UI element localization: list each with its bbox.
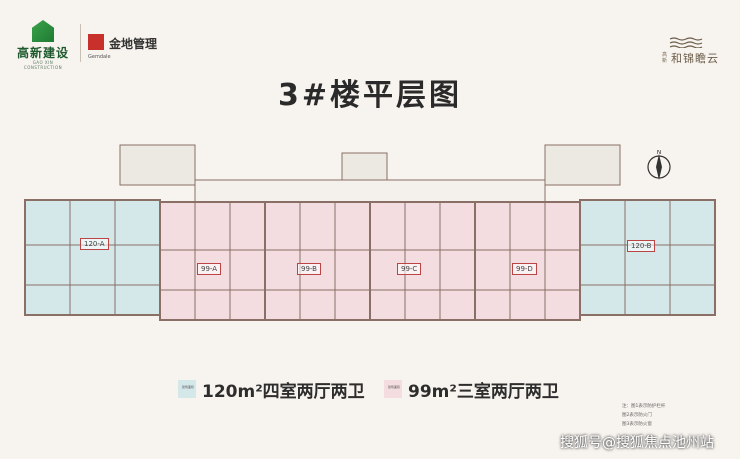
- developer-logo: 高新建设 GAO XIN CONSTRUCTION: [14, 20, 72, 70]
- compass-icon: N: [647, 150, 671, 180]
- logo-divider: [80, 24, 81, 62]
- manager-logo-icon: [88, 34, 104, 50]
- unit-label-99-d: 99-D: [512, 263, 537, 275]
- page-title: 3#楼平层图: [277, 78, 462, 113]
- note-2: 图2表示防火门: [622, 413, 652, 418]
- svg-text:N: N: [657, 150, 662, 156]
- legend-99: 建筑面积 99m²三室两厅两卫: [384, 377, 564, 402]
- manager-logo-name: 金地管理: [109, 37, 158, 51]
- legend-swatch-99: [384, 380, 402, 398]
- legend-tiny-120: 建筑面积: [182, 385, 195, 389]
- manager-logo: 金地管理 Gemdale: [88, 30, 178, 66]
- note-1: 注：图1表示防护栏杆: [622, 404, 666, 409]
- unit-label-99-c: 99-C: [397, 263, 422, 275]
- legend-tiny-99: 建筑面积: [388, 385, 401, 389]
- legend-120: 建筑面积 120m²四室两厅两卫: [178, 377, 365, 402]
- unit-label-99-b: 99-B: [297, 263, 321, 275]
- project-logo-prefix: 高新: [662, 52, 668, 64]
- project-logo-name: 和锦瞻云: [671, 52, 719, 65]
- unit-99-b-plan: [264, 201, 371, 321]
- unit-label-120-a: 120-A: [80, 238, 109, 250]
- unit-label-99-a: 99-A: [197, 263, 222, 275]
- legend-text-99: 99m²三室两厅两卫: [408, 382, 559, 402]
- unit-99-a-plan: [159, 201, 266, 321]
- legend-text-120: 120m²四室两厅两卫: [202, 382, 365, 402]
- floor-plan: [24, 144, 716, 321]
- watermark: 搜狐号@搜狐焦点池州站: [560, 435, 714, 451]
- unit-120-a-plan: [24, 199, 161, 316]
- waves-icon: [669, 37, 703, 48]
- unit-label-120-b: 120-B: [627, 240, 656, 252]
- unit-99-c-plan: [369, 201, 476, 321]
- developer-logo-name: 高新建设: [16, 46, 69, 60]
- project-logo: 高新 和锦瞻云: [662, 36, 732, 70]
- legend-swatch-120: [178, 380, 196, 398]
- manager-logo-en: Gemdale: [88, 54, 111, 60]
- developer-logo-icon: [32, 20, 54, 42]
- unit-99-d-plan: [474, 201, 581, 321]
- notes: 注：图1表示防护栏杆 图2表示防火门 图3表示防火窗: [622, 402, 732, 429]
- core-areas: [119, 144, 621, 203]
- unit-120-b-plan: [579, 199, 716, 316]
- header: 高新建设 GAO XIN CONSTRUCTION 金地管理 Gemdale 高…: [0, 0, 740, 75]
- developer-logo-en: GAO XIN CONSTRUCTION: [23, 60, 63, 70]
- note-3: 图3表示防火窗: [622, 422, 652, 427]
